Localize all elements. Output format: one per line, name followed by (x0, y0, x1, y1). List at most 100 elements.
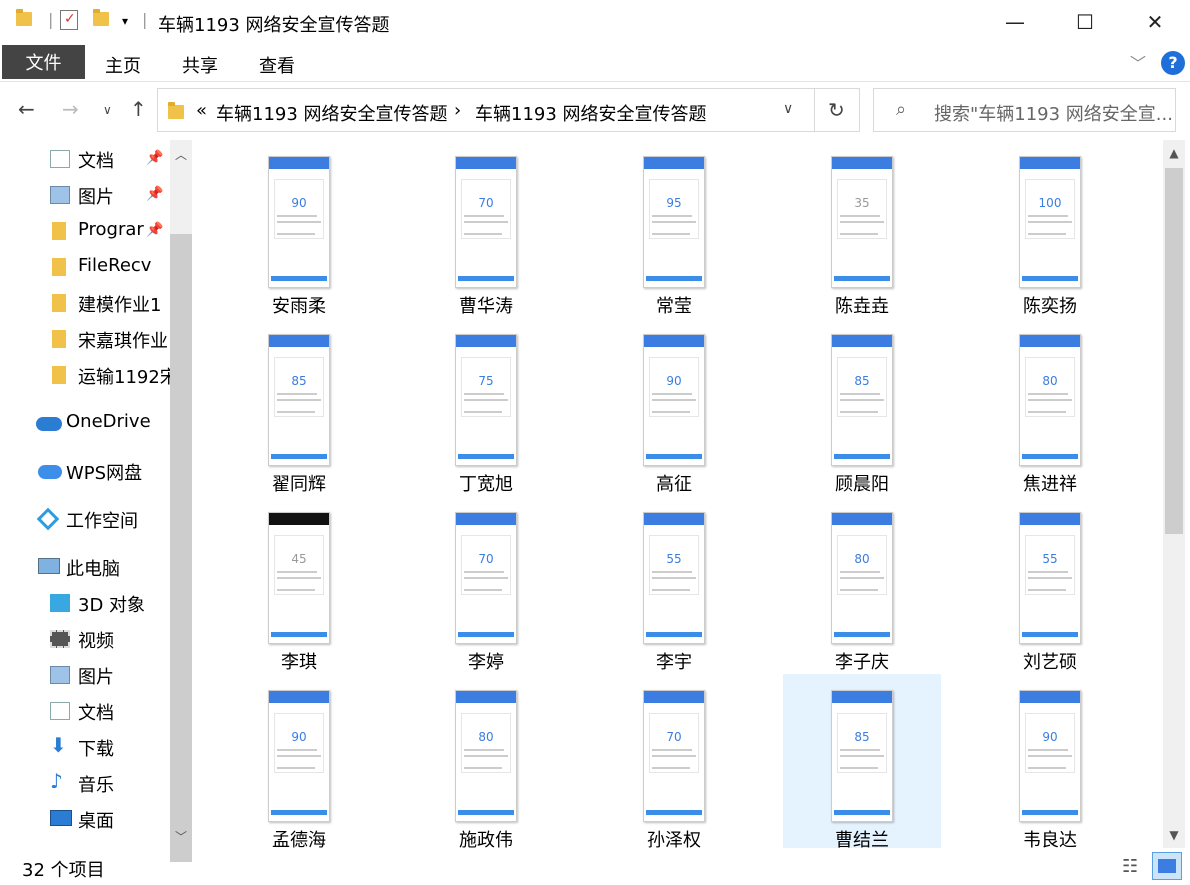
folder-icon (52, 222, 66, 240)
file-name: 高征 (656, 474, 692, 495)
maximize-button[interactable]: ☐ (1076, 10, 1094, 34)
expand-ribbon-icon[interactable]: ﹀ (1130, 54, 1147, 73)
sidebar-scrollbar[interactable]: ︿ ﹀ (170, 140, 192, 862)
sidebar-item-wps-drive[interactable]: WPS网盘 (0, 454, 170, 488)
scroll-down-icon[interactable]: ▼ (1169, 828, 1179, 842)
thumbnail-score: 70 (478, 552, 494, 566)
file-name: 李婷 (468, 652, 504, 673)
file-name: 刘艺硕 (1023, 652, 1077, 673)
tab-home[interactable]: 主页 (105, 56, 141, 77)
details-view-icon[interactable]: ☷ (1122, 856, 1139, 877)
file-name: 孙泽权 (647, 830, 701, 848)
sidebar-item-workspace[interactable]: 工作空间 (0, 502, 170, 536)
scroll-up-icon[interactable]: ▲ (1169, 146, 1179, 160)
search-input[interactable]: 搜索"车辆1193 网络安全宣... (934, 104, 1173, 125)
address-bar[interactable]: « 车辆1193 网络安全宣传答题 › 车辆1193 网络安全宣传答题 ∨ ↻ (157, 88, 860, 132)
customize-toolbar-icon[interactable]: ▾ (122, 14, 129, 28)
file-name: 韦良达 (1023, 830, 1077, 848)
file-tile[interactable]: 70 李婷 (407, 496, 565, 674)
help-icon[interactable]: ? (1161, 51, 1185, 75)
sidebar-item-transport[interactable]: 运输1192宋 (0, 358, 170, 392)
divider (814, 89, 815, 131)
minimize-button[interactable]: — (1005, 10, 1025, 34)
image-thumbnail: 80 (455, 690, 517, 822)
breadcrumb-segment-current[interactable]: 车辆1193 网络安全宣传答题 (475, 104, 707, 125)
thumbnail-score: 35 (854, 196, 870, 210)
recent-locations-button[interactable]: ∨ (103, 103, 112, 117)
window-title: 车辆1193 网络安全宣传答题 (158, 15, 390, 36)
back-button[interactable]: ← (18, 97, 35, 121)
tab-share[interactable]: 共享 (182, 56, 218, 77)
address-dropdown-icon[interactable]: ∨ (783, 101, 794, 117)
sidebar-item-documents-pc[interactable]: 文档 (0, 694, 170, 728)
thumbnail-score: 90 (291, 730, 307, 744)
main-scrollbar-thumb[interactable] (1165, 168, 1183, 534)
sidebar-scrollbar-thumb[interactable] (170, 234, 192, 862)
large-icons-view-icon[interactable] (1152, 852, 1182, 880)
breadcrumb-overflow[interactable]: « (196, 100, 208, 121)
folder-icon (168, 102, 184, 119)
pin-icon[interactable]: 📌 (146, 150, 164, 166)
properties-icon[interactable]: ✓ (60, 10, 78, 30)
image-thumbnail: 85 (831, 690, 893, 822)
thumbnail-score: 100 (1038, 196, 1062, 210)
file-name: 安雨柔 (272, 296, 326, 317)
sidebar-item-downloads[interactable]: ⬇ 下载 (50, 733, 114, 760)
file-tile[interactable]: 55 刘艺硕 (971, 496, 1129, 674)
sidebar-item-desktop[interactable]: 桌面 (0, 802, 170, 836)
sidebar-item-pictures-pc[interactable]: 图片 (0, 658, 170, 692)
thumbnail-score: 55 (1042, 552, 1058, 566)
file-name: 曹结兰 (835, 830, 889, 848)
pin-icon[interactable]: 📌 (146, 186, 164, 202)
file-tab[interactable]: 文件 (2, 45, 85, 79)
close-button[interactable]: ✕ (1146, 10, 1164, 34)
divider: | (142, 10, 148, 29)
computer-icon (38, 558, 60, 574)
breadcrumb-separator[interactable]: › (454, 100, 462, 121)
status-bar: 32 个项目 ☷ (0, 848, 1190, 885)
forward-button[interactable]: → (62, 97, 79, 121)
tab-view[interactable]: 查看 (259, 56, 295, 77)
sidebar-item-song-homework[interactable]: 宋嘉琪作业 (0, 322, 170, 356)
sidebar-item-this-pc[interactable]: 此电脑 (0, 550, 170, 584)
main-scrollbar[interactable]: ▲ ▼ (1163, 140, 1185, 848)
search-box[interactable]: ⌕ 搜索"车辆1193 网络安全宣... (873, 88, 1176, 132)
sidebar-item-filerecv[interactable]: FileRecv (0, 250, 170, 284)
sidebar-item-documents[interactable]: 文档 📌 (0, 142, 170, 176)
image-thumbnail: 95 (643, 156, 705, 288)
breadcrumb-segment[interactable]: 车辆1193 网络安全宣传答题 (216, 104, 448, 125)
sidebar-item-programs[interactable]: Prograr 📌 (0, 214, 170, 248)
scroll-down-icon[interactable]: ﹀ (174, 830, 187, 844)
file-name: 施政伟 (459, 830, 513, 848)
sidebar-item-modeling[interactable]: 建模作业1 (0, 286, 170, 320)
up-button[interactable]: ↑ (130, 97, 147, 121)
sidebar-item-videos[interactable]: 视频 (0, 622, 170, 656)
sidebar-item-music[interactable]: ♪ 音乐 (50, 769, 114, 796)
new-folder-icon[interactable] (93, 9, 109, 26)
sidebar-item-pictures[interactable]: 图片 📌 (0, 178, 170, 212)
sidebar-item-onedrive[interactable]: OneDrive (0, 406, 170, 440)
refresh-icon[interactable]: ↻ (828, 98, 845, 122)
sidebar-item-3d-objects[interactable]: 3D 对象 (0, 586, 170, 620)
file-name: 顾晨阳 (835, 474, 889, 495)
file-tile[interactable]: 85 曹结兰 (783, 674, 941, 848)
pin-icon[interactable]: 📌 (146, 222, 164, 238)
file-tile[interactable]: 80 施政伟 (407, 674, 565, 848)
scroll-up-icon[interactable]: ︿ (174, 148, 187, 162)
